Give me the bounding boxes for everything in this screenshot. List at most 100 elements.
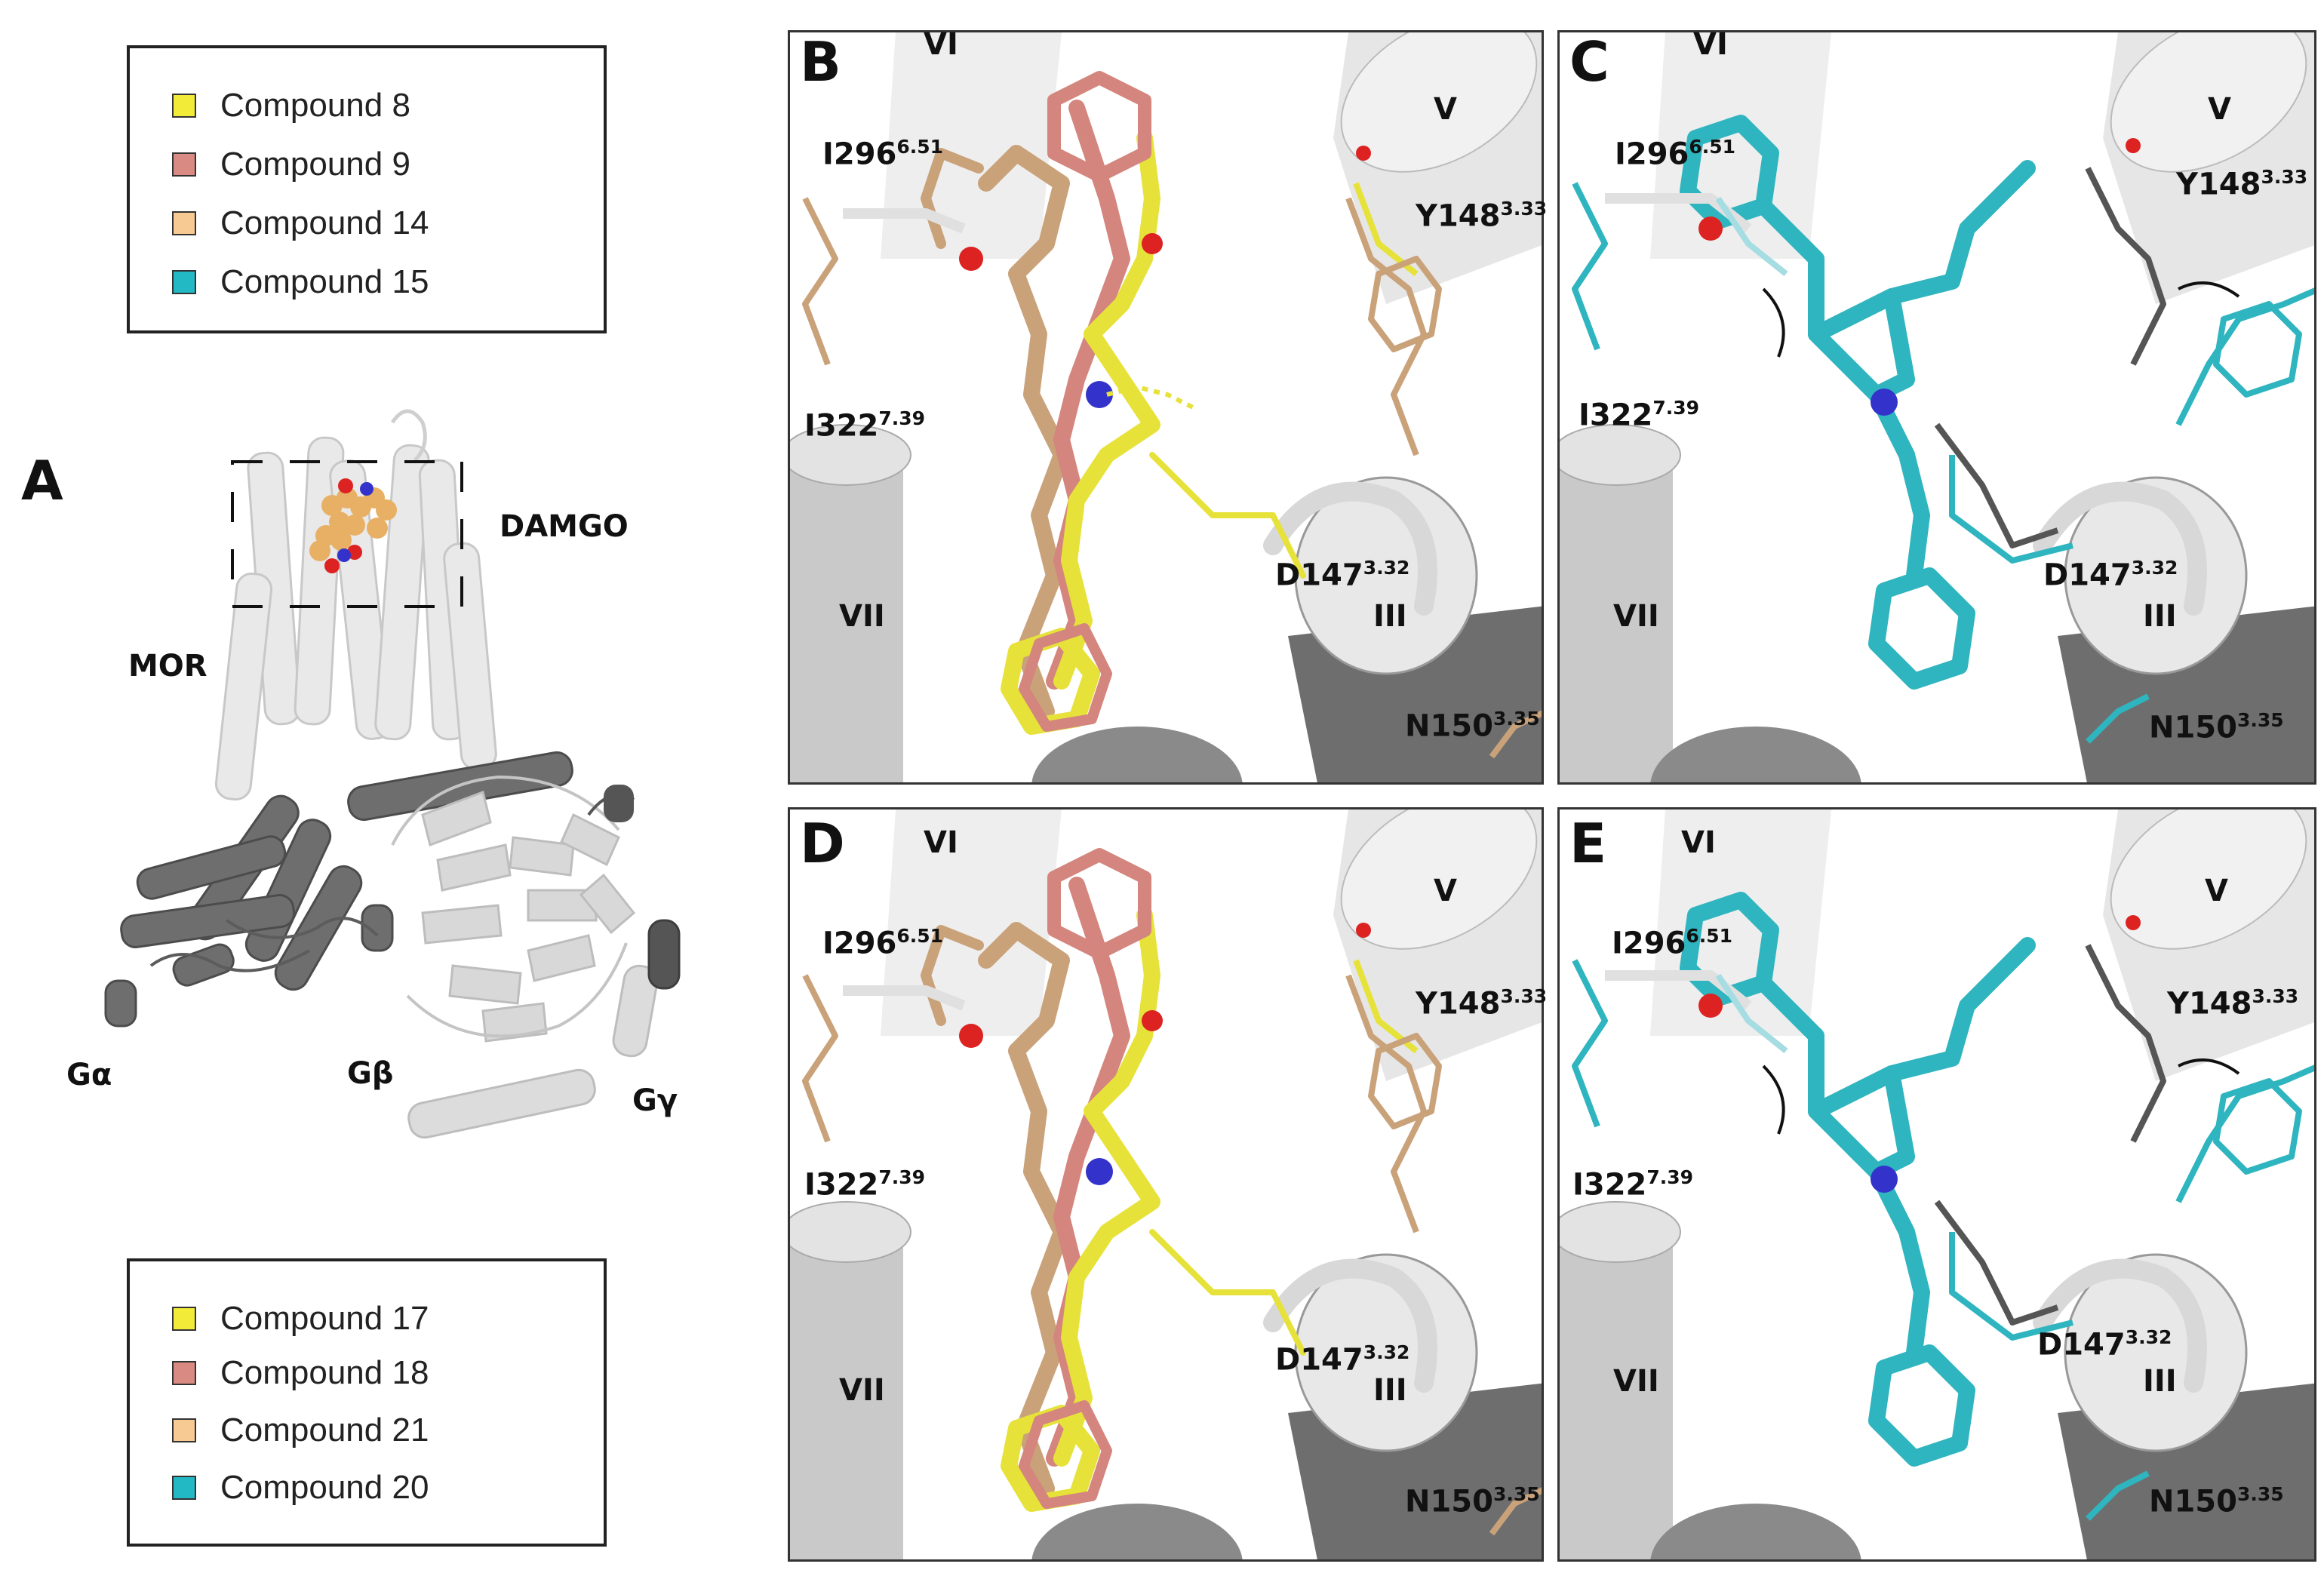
legend-swatch (172, 1418, 196, 1442)
residue-i296-label: I2966.51 (1612, 925, 1732, 960)
legend-bottom: Compound 17 Compound 18 Compound 21 Comp… (127, 1258, 607, 1547)
legend-item: Compound 18 (172, 1350, 429, 1396)
g-beta-label: Gβ (347, 1056, 394, 1091)
legend-item: Compound 20 (172, 1465, 429, 1510)
helix-vi-label: VI (1693, 27, 1728, 62)
helix-iii-label: III (2143, 1364, 2177, 1399)
residue-i322-label: I3227.39 (804, 407, 925, 443)
residue-i296-label: I2966.51 (822, 925, 943, 960)
residue-number: 7.39 (878, 407, 926, 429)
panel-b (788, 30, 1544, 785)
residue-number: 7.39 (1652, 397, 1700, 419)
legend-item: Compound 9 (172, 142, 410, 187)
legend-swatch (172, 211, 196, 235)
residue-n150-label: N1503.35 (2149, 1483, 2284, 1519)
helix-vii-label: VII (1613, 1364, 1659, 1399)
damgo-label: DAMGO (500, 509, 629, 544)
damgo-ligand (309, 478, 397, 573)
binding-pocket-view (1560, 32, 2314, 782)
helix-iii-label: III (1373, 599, 1407, 634)
residue-name: I322 (804, 408, 879, 444)
residue-number: 6.51 (896, 136, 944, 158)
panel-e (1557, 807, 2316, 1562)
residue-name: D147 (2043, 558, 2132, 593)
residue-number: 3.32 (1363, 557, 1410, 579)
legend-item: Compound 15 (172, 260, 429, 305)
binding-pocket-view (1560, 810, 2314, 1559)
g-alpha-label: Gα (66, 1058, 112, 1092)
residue-n150-label: N1503.35 (2149, 709, 2284, 745)
helix-iii-label: III (1373, 1373, 1407, 1408)
residue-n150-label: N1503.35 (1405, 708, 1540, 743)
residue-name: I296 (1615, 137, 1689, 172)
legend-swatch (172, 1476, 196, 1500)
legend-label: Compound 17 (220, 1300, 429, 1337)
legend-item: Compound 14 (172, 201, 429, 246)
panel-a (0, 392, 755, 1222)
residue-number: 3.33 (1500, 198, 1548, 220)
panel-letter-e: E (1569, 812, 1607, 875)
legend-swatch (172, 152, 196, 177)
residue-number: 3.32 (1363, 1341, 1410, 1363)
residue-number: 6.51 (1689, 136, 1736, 158)
legend-swatch (172, 94, 196, 118)
helix-vi-label: VI (924, 825, 958, 860)
helix-iii-label: III (2143, 599, 2177, 634)
residue-name: I296 (822, 137, 897, 172)
residue-d147-label: D1473.32 (1275, 557, 1409, 592)
residue-n150-label: N1503.35 (1405, 1483, 1540, 1519)
mor-label: MOR (128, 649, 208, 684)
residue-name: Y148 (1416, 986, 1501, 1021)
residue-number: 7.39 (1646, 1166, 1694, 1188)
legend-swatch (172, 1361, 196, 1385)
residue-d147-label: D1473.32 (2043, 557, 2178, 592)
residue-y148-label: Y1483.33 (1416, 198, 1547, 233)
complex-structure (104, 409, 681, 1139)
helix-v-label: V (2208, 92, 2231, 127)
legend-label: Compound 14 (220, 204, 429, 241)
residue-name: Y148 (1416, 198, 1501, 234)
helix-vii-label: VII (839, 1373, 885, 1408)
legend-label: Compound 9 (220, 146, 410, 183)
binding-pocket-view (790, 32, 1542, 782)
panel-letter-b: B (800, 30, 841, 94)
legend-label: Compound 18 (220, 1354, 429, 1391)
legend-label: Compound 8 (220, 87, 410, 124)
g-gamma-label: Gγ (632, 1083, 678, 1118)
residue-name: I296 (822, 926, 897, 961)
residue-number: 3.33 (1500, 985, 1548, 1007)
residue-d147-label: D1473.32 (1275, 1341, 1409, 1377)
residue-i322-label: I3227.39 (1579, 397, 1699, 432)
residue-name: I322 (1572, 1167, 1647, 1203)
residue-number: 3.35 (2236, 1483, 2284, 1505)
residue-number: 3.33 (2261, 166, 2308, 188)
legend-item: Compound 21 (172, 1408, 429, 1453)
residue-name: I322 (804, 1167, 879, 1203)
residue-number: 3.35 (1492, 1483, 1540, 1505)
panel-letter-a: A (21, 449, 63, 512)
panel-letter-d: D (800, 812, 845, 875)
legend-item: Compound 17 (172, 1296, 429, 1341)
residue-number: 3.32 (2131, 557, 2178, 579)
helix-vi-label: VI (924, 27, 958, 62)
legend-swatch (172, 270, 196, 294)
helix-vii-label: VII (1613, 599, 1659, 634)
residue-y148-label: Y1483.33 (1416, 985, 1547, 1021)
residue-i322-label: I3227.39 (804, 1166, 925, 1202)
helix-v-label: V (1434, 874, 1457, 908)
residue-d147-label: D1473.32 (2037, 1326, 2172, 1362)
panel-letter-c: C (1569, 30, 1609, 94)
residue-name: D147 (2037, 1327, 2126, 1362)
residue-name: Y148 (2176, 167, 2261, 202)
residue-name: D147 (1275, 558, 1363, 593)
helix-vi-label: VI (1681, 825, 1716, 860)
residue-number: 6.51 (1686, 925, 1733, 947)
legend-item: Compound 8 (172, 83, 410, 128)
residue-number: 3.35 (2236, 709, 2284, 731)
residue-number: 3.33 (2252, 985, 2299, 1007)
residue-y148-label: Y1483.33 (2167, 985, 2298, 1021)
legend-top: Compound 8 Compound 9 Compound 14 Compou… (127, 45, 607, 333)
residue-number: 6.51 (896, 925, 944, 947)
residue-name: N150 (2149, 710, 2237, 745)
residue-name: N150 (1405, 708, 1493, 744)
